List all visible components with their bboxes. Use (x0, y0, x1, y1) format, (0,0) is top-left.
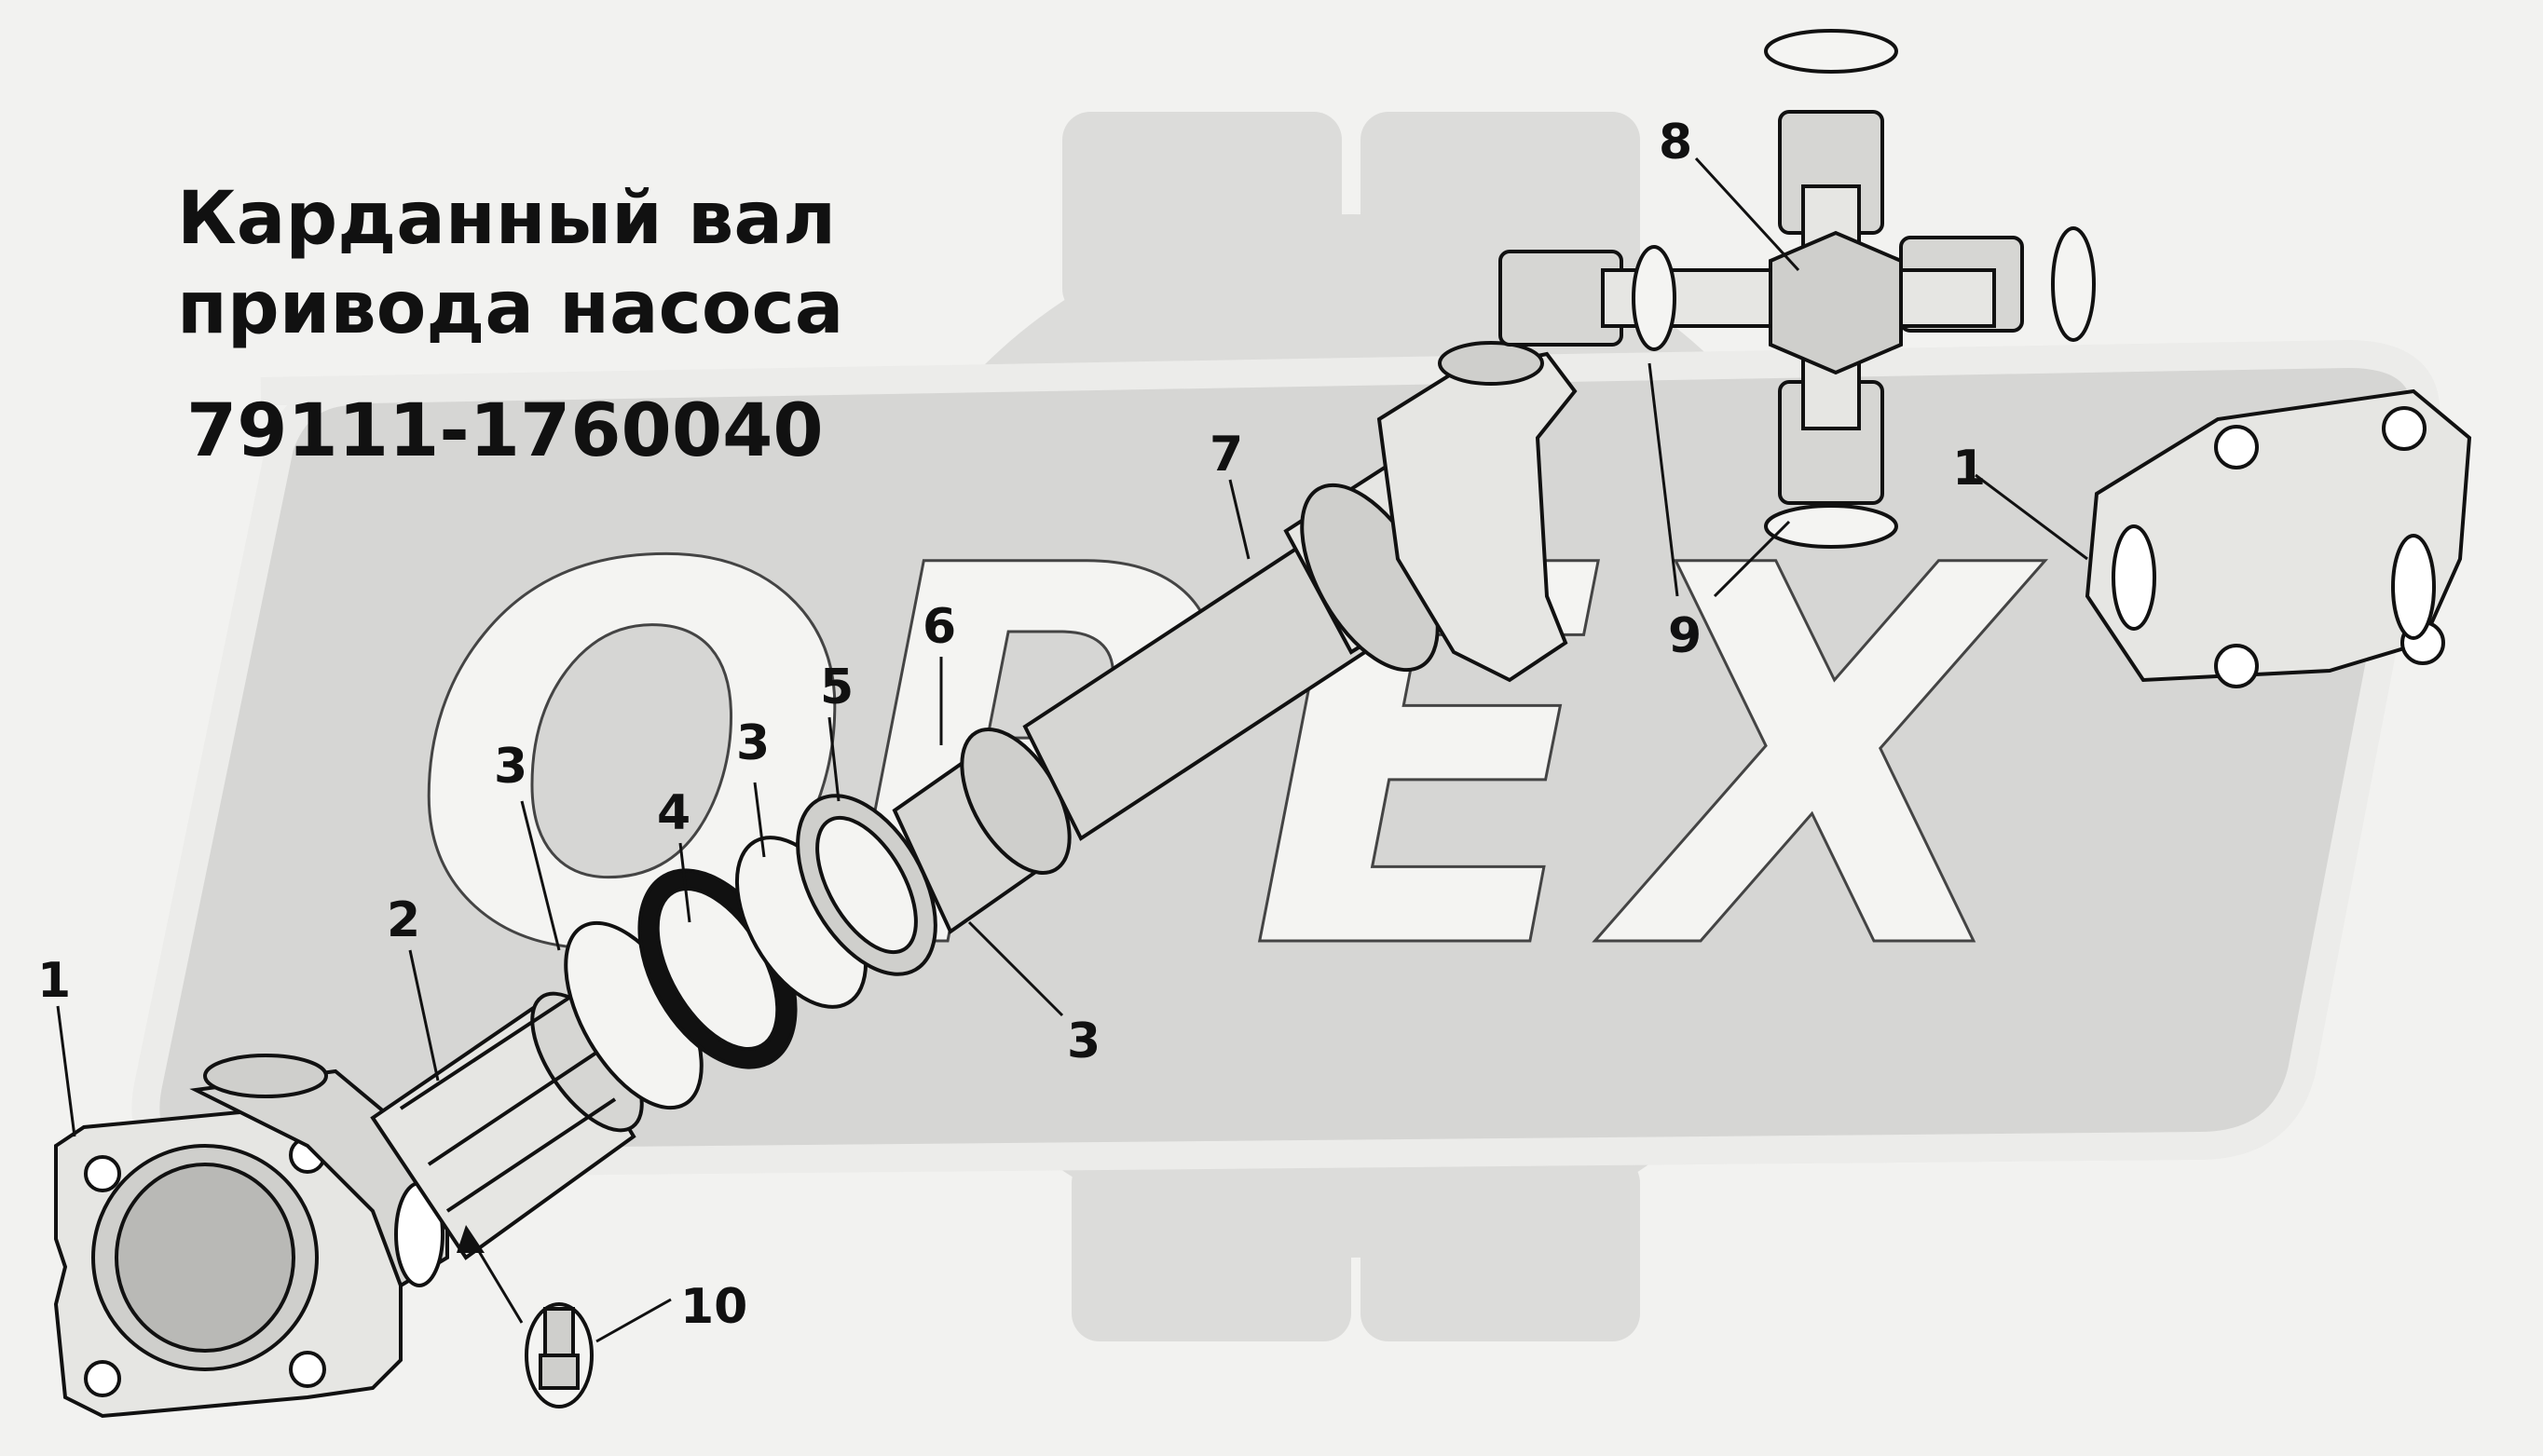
bearing-6 (892, 728, 1072, 935)
bearing-5 (796, 794, 937, 976)
callout-1-right: 1 (1952, 441, 1986, 497)
part-number: 79111-1760040 (186, 389, 824, 473)
watermark-letter-x: X (1589, 457, 2045, 1065)
callout-6: 6 (923, 599, 956, 655)
leader-lines (56, 156, 2088, 1343)
callout-9: 9 (1668, 608, 1702, 664)
callout-3-b: 3 (736, 715, 770, 771)
callout-8: 8 (1659, 115, 1692, 170)
title-line-1: Карданный вал (177, 177, 837, 261)
grease-fitting-10 (525, 1302, 594, 1408)
callout-10: 10 (680, 1279, 747, 1335)
callout-3-a: 3 (494, 739, 527, 795)
callout-4: 4 (657, 785, 690, 841)
title-line-2: привода насоса (177, 266, 844, 350)
flange-yoke-right (2085, 388, 2472, 688)
callout-2: 2 (387, 892, 420, 948)
callout-3-c: 3 (1067, 1014, 1101, 1069)
callout-1-left: 1 (37, 953, 71, 1009)
callout-7: 7 (1210, 427, 1243, 483)
callout-5: 5 (820, 660, 854, 715)
callouts: 1 2 3 4 3 5 6 3 7 8 9 1 10 (37, 115, 1986, 1335)
splined-shaft-7 (1022, 341, 1578, 841)
